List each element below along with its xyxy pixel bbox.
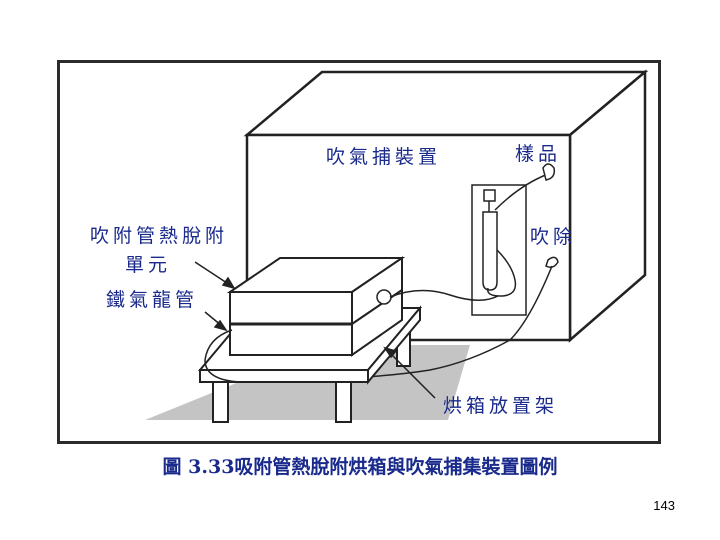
label-sample: 樣品: [515, 143, 561, 165]
purge-trap-panel: [471, 173, 549, 316]
label-desorption-unit-line1: 吹附管熱脫附: [90, 225, 228, 247]
figure-caption: 圖 3.33吸附管熱脫附烘箱與吹氣捕集裝置圖例: [162, 456, 558, 478]
label-arrows: [194, 261, 436, 399]
desorption-oven: [226, 256, 406, 357]
helium-tube: [204, 329, 241, 383]
transfer-tube: [389, 289, 499, 301]
label-desorption-unit-line2: 單元: [125, 254, 171, 276]
sample-vial: [542, 163, 556, 181]
tube-connector: [376, 289, 392, 305]
label-purge: 吹除: [530, 226, 576, 248]
label-helium-tube: 鐵氣龍管: [106, 289, 198, 311]
page-number: 143: [653, 498, 675, 513]
purge-outlet: [545, 256, 559, 269]
label-purge-capture-device: 吹氣捕裝置: [326, 146, 441, 168]
label-oven-rack: 烘箱放置架: [443, 395, 558, 417]
